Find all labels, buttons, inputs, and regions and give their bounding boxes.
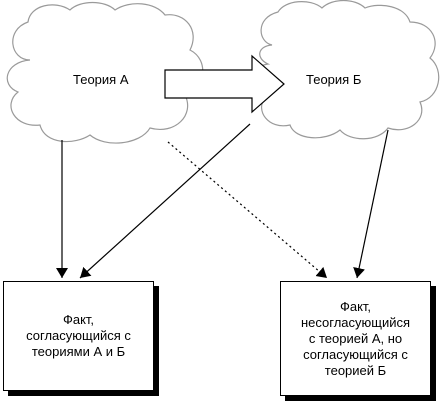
theory-b-label: Теория Б	[306, 72, 362, 87]
fact-inconsistent-line: Факт,	[339, 298, 372, 314]
fact-consistent-line: Факт,	[62, 312, 95, 327]
theory-a-label: Теория А	[73, 72, 129, 87]
edge-b-to-fact-inconsistent	[353, 129, 389, 279]
fact-consistent-text: Факт, согласующийся с теориями А и Б	[26, 312, 131, 360]
fact-inconsistent-box: Факт, несогласующийся с теорией А, но со…	[280, 281, 431, 396]
fact-inconsistent-line: согласующийся с	[303, 346, 408, 362]
fact-inconsistent-line: с теорией А, но	[308, 330, 403, 346]
block-arrow-a-to-b	[164, 54, 285, 114]
fact-inconsistent-text: Факт, несогласующийся с теорией А, но со…	[301, 299, 410, 379]
theory-b-cloud	[252, 0, 440, 140]
fact-inconsistent-line: теорией Б	[324, 362, 387, 378]
fact-inconsistent-line: несогласующийся	[300, 314, 411, 330]
edge-a-to-fact-inconsistent	[167, 141, 328, 279]
fact-consistent-line: согласующийся с	[26, 328, 131, 343]
fact-consistent-box: Факт, согласующийся с теориями А и Б	[3, 281, 154, 391]
edge-b-to-fact-consistent	[79, 123, 251, 279]
fact-consistent-line: теориями А и Б	[31, 344, 126, 359]
